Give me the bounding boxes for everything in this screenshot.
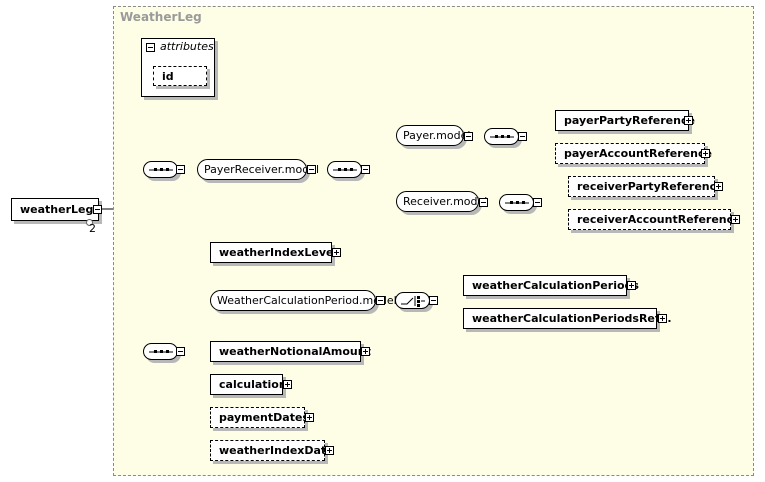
group-label: PayerReceiver.model <box>204 163 320 176</box>
element-weather-index-data[interactable]: weatherIndexData <box>210 440 334 461</box>
element-calculation[interactable]: calculation <box>210 374 287 395</box>
expand-icon[interactable] <box>658 314 667 323</box>
group-receiver-model[interactable]: Receiver.model <box>396 191 487 212</box>
occurrence-icon <box>86 219 93 226</box>
element-receiver-party-reference[interactable]: receiverPartyReference <box>568 176 724 197</box>
sequence-icon <box>148 167 173 171</box>
root-cardinality: 2 <box>89 222 96 235</box>
collapse-icon[interactable] <box>518 132 527 141</box>
element-label: weatherCalculationPeriods <box>472 279 639 292</box>
sequence-icon <box>148 349 173 353</box>
attributes-label: attributes <box>160 40 214 53</box>
collapse-icon[interactable] <box>376 296 385 305</box>
choice-compositor[interactable] <box>395 292 430 309</box>
sequence-compositor[interactable] <box>499 194 534 211</box>
collapse-icon[interactable] <box>429 296 438 305</box>
root-element-label: weatherLeg <box>20 203 94 216</box>
element-label: calculation <box>219 378 287 391</box>
root-element-weatherleg[interactable]: weatherLeg <box>11 198 99 221</box>
expand-icon[interactable] <box>332 248 341 257</box>
element-weather-notional-amount[interactable]: weatherNotionalAmount <box>210 341 371 362</box>
collapse-icon[interactable] <box>361 165 370 174</box>
element-payment-dates[interactable]: paymentDates <box>210 407 309 428</box>
collapse-icon[interactable] <box>464 132 473 141</box>
collapse-icon[interactable] <box>176 165 185 174</box>
group-label: WeatherCalculationPeriod.model <box>217 294 397 307</box>
sequence-compositor[interactable] <box>143 343 178 360</box>
collapse-icon[interactable] <box>146 43 155 52</box>
element-label: weatherCalculationPeriodsRef... <box>472 312 672 325</box>
expand-icon[interactable] <box>684 116 693 125</box>
element-payer-account-reference[interactable]: payerAccountReference <box>555 143 712 164</box>
element-receiver-account-reference[interactable]: receiverAccountReference <box>568 209 741 230</box>
expand-icon[interactable] <box>361 347 370 356</box>
sequence-compositor[interactable] <box>327 161 362 178</box>
expand-icon[interactable] <box>627 281 636 290</box>
sequence-icon <box>332 167 357 171</box>
element-label: payerAccountReference <box>564 147 712 160</box>
expand-icon[interactable] <box>731 215 740 224</box>
element-weather-index-level[interactable]: weatherIndexLevel <box>210 242 337 263</box>
sequence-compositor[interactable] <box>484 128 519 145</box>
collapse-icon[interactable] <box>307 165 316 174</box>
attribute-id-label: id <box>162 69 174 83</box>
element-label: paymentDates <box>219 411 309 424</box>
element-label: weatherNotionalAmount <box>219 345 371 358</box>
sequence-icon <box>504 200 529 204</box>
expand-icon[interactable] <box>714 182 723 191</box>
element-weather-calculation-periods-reference[interactable]: weatherCalculationPeriodsRef... <box>463 308 672 329</box>
attribute-id[interactable]: id <box>153 66 207 86</box>
choice-icon <box>400 295 425 307</box>
complex-type-frame <box>113 6 754 476</box>
element-payer-party-reference[interactable]: payerPartyReference <box>555 110 695 131</box>
collapse-icon[interactable] <box>93 205 102 214</box>
expand-icon[interactable] <box>325 446 334 455</box>
group-payer-receiver-model[interactable]: PayerReceiver.model <box>197 159 319 180</box>
collapse-icon[interactable] <box>533 198 542 207</box>
element-label: weatherIndexData <box>219 444 334 457</box>
element-label: receiverAccountReference <box>577 213 741 226</box>
element-label: payerPartyReference <box>564 114 695 127</box>
expand-icon[interactable] <box>305 413 314 422</box>
element-label: receiverPartyReference <box>577 180 724 193</box>
group-payer-model[interactable]: Payer.model <box>396 125 470 146</box>
sequence-icon <box>489 134 514 138</box>
expand-icon[interactable] <box>701 149 710 158</box>
group-label: Payer.model <box>403 129 471 142</box>
expand-icon[interactable] <box>283 380 292 389</box>
sequence-compositor[interactable] <box>143 161 178 178</box>
element-weather-calculation-periods[interactable]: weatherCalculationPeriods <box>463 275 639 296</box>
group-label: Receiver.model <box>403 195 488 208</box>
collapse-icon[interactable] <box>479 198 488 207</box>
group-weather-calculation-period-model[interactable]: WeatherCalculationPeriod.model <box>210 290 397 311</box>
collapse-icon[interactable] <box>176 347 185 356</box>
element-label: weatherIndexLevel <box>219 246 338 259</box>
complex-type-label: WeatherLeg <box>120 10 202 24</box>
